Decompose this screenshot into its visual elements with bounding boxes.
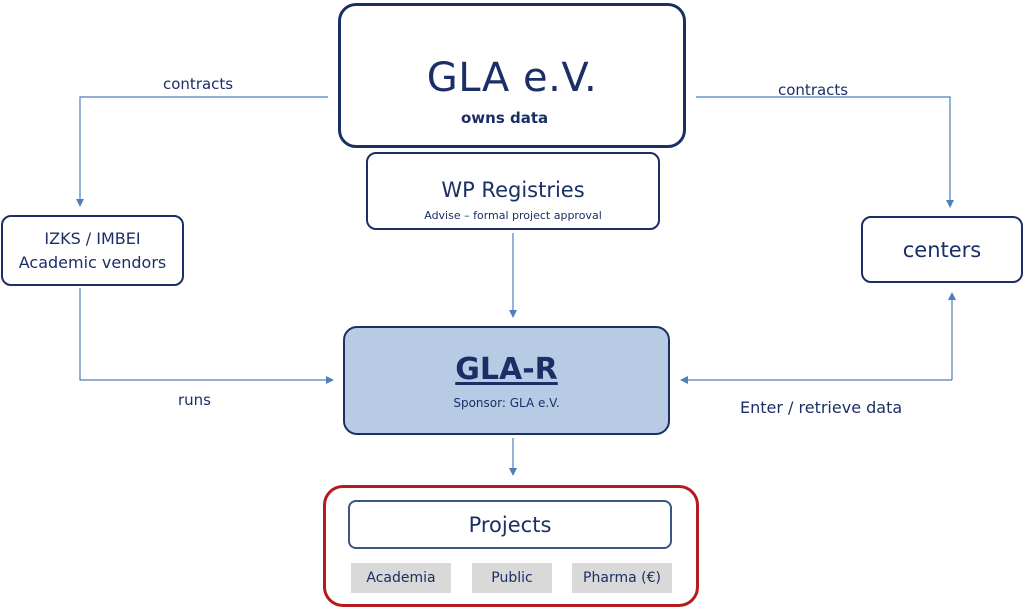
gla-ev-title: GLA e.V.	[426, 55, 598, 101]
centers-node: centers	[861, 216, 1023, 283]
projects-title: Projects	[468, 512, 552, 537]
wp-registries-node: WP Registries Advise – formal project ap…	[366, 152, 660, 230]
connector-contracts-right	[696, 96, 954, 208]
izks-line2: Academic vendors	[18, 252, 167, 272]
izks-line1: IZKS / IMBEI	[44, 228, 141, 248]
wp-registries-subtitle: Advise – formal project approval	[424, 209, 602, 222]
projects-node: Projects	[348, 500, 672, 549]
edge-label-contracts-right: contracts	[778, 81, 849, 99]
edge-label-runs: runs	[178, 391, 211, 409]
centers-title: centers	[902, 237, 982, 262]
wp-registries-title: WP Registries	[441, 178, 585, 202]
project-category-academia: Academia	[351, 563, 451, 593]
gla-ev-node: GLA e.V. owns data	[338, 3, 686, 148]
project-category-pharma: Pharma (€)	[572, 563, 672, 593]
project-category-public: Public	[472, 563, 552, 593]
gla-r-node: GLA-R Sponsor: GLA e.V.	[343, 326, 670, 435]
edge-label-contracts-left: contracts	[163, 75, 234, 93]
connector-contracts-left	[76, 96, 328, 207]
gla-r-title: GLA-R	[455, 352, 558, 387]
connector-runs	[79, 288, 334, 384]
izks-node: IZKS / IMBEI Academic vendors	[1, 215, 184, 286]
gla-ev-subtitle: owns data	[461, 109, 549, 127]
gla-r-subtitle: Sponsor: GLA e.V.	[453, 396, 560, 410]
edge-label-enter-retrieve: Enter / retrieve data	[740, 398, 903, 417]
